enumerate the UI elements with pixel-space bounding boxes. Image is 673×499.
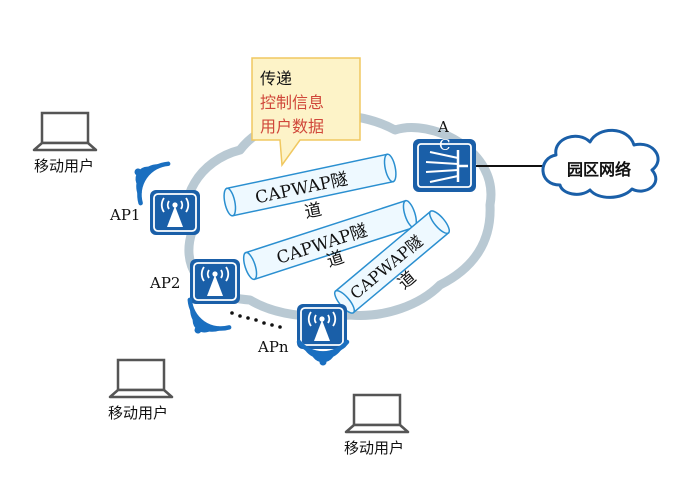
ap2-device <box>189 258 241 305</box>
ap1-device <box>149 189 201 236</box>
callout-line-3: 用户数据 <box>260 117 324 136</box>
laptop-icon <box>344 393 410 434</box>
wifi-signal-icon <box>176 300 229 347</box>
campus-network-cloud <box>541 128 660 199</box>
backbone-ring <box>182 110 496 321</box>
apn-device <box>296 303 348 350</box>
ac-controller <box>413 139 476 192</box>
ap2-label: AP2 <box>149 274 180 292</box>
laptop-icon <box>108 358 174 399</box>
apn-label: APn <box>257 338 289 356</box>
laptop-icon <box>32 111 98 152</box>
mobile-user-label-1: 移动用户 <box>34 157 94 175</box>
wifi-signal-icon <box>299 342 347 366</box>
ap-ellipsis-dots <box>230 311 282 329</box>
tunnel-2-line-2: 道 <box>324 247 346 271</box>
callout-line-2: 控制信息 <box>260 93 324 112</box>
callout-bubble: 传递 控制信息 用户数据 <box>251 57 361 168</box>
callout-line-1: 传递 <box>260 69 292 88</box>
ac-label-c: C <box>439 136 450 154</box>
ac-label-a: A <box>437 118 449 136</box>
mobile-user-label-3: 移动用户 <box>344 439 404 457</box>
ap1-label: AP1 <box>109 206 140 224</box>
tunnel-1-line-2: 道 <box>303 200 324 223</box>
campus-network-label: 园区网络 <box>567 160 631 179</box>
wifi-signal-icon <box>121 150 168 203</box>
mobile-user-label-2: 移动用户 <box>108 404 168 422</box>
